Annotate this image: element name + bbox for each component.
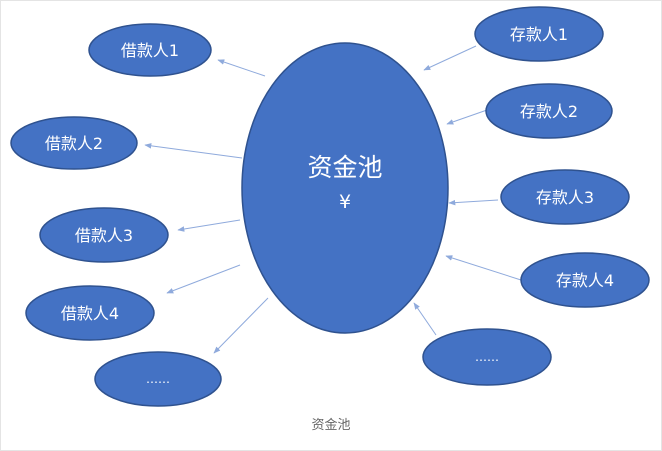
arrow-from-depositor-3 bbox=[448, 199, 499, 206]
fund-pool-ellipse bbox=[241, 42, 449, 334]
arrow-to-borrower-1 bbox=[217, 59, 266, 77]
arrow-to-borrower-2 bbox=[144, 143, 243, 159]
arrow-from-depositor-more bbox=[413, 302, 437, 336]
inflow-arrows bbox=[413, 45, 522, 336]
borrower-node-3: 借款人3 bbox=[39, 207, 169, 263]
depositor-label-1: 存款人1 bbox=[510, 25, 568, 44]
borrower-label-2: 借款人2 bbox=[45, 134, 103, 153]
borrower-nodes: 借款人1 借款人2 借款人3 借款人4 …… bbox=[10, 23, 222, 407]
fund-pool-title: 资金池 bbox=[307, 153, 382, 182]
depositor-node-1: 存款人1 bbox=[474, 6, 604, 62]
borrower-label-1: 借款人1 bbox=[121, 41, 179, 60]
arrow-from-depositor-1 bbox=[423, 45, 477, 71]
borrower-node-1: 借款人1 bbox=[88, 23, 212, 77]
arrow-to-borrower-4 bbox=[166, 264, 241, 294]
depositor-node-4: 存款人4 bbox=[520, 252, 650, 308]
borrower-label-more: …… bbox=[146, 372, 170, 386]
yuan-symbol: ¥ bbox=[339, 191, 351, 213]
depositor-label-more: …… bbox=[475, 350, 499, 364]
depositor-label-2: 存款人2 bbox=[520, 102, 578, 121]
depositor-nodes: 存款人1 存款人2 存款人3 存款人4 …… bbox=[422, 6, 650, 386]
arrow-to-borrower-more bbox=[213, 297, 269, 354]
depositor-node-3: 存款人3 bbox=[500, 169, 630, 225]
borrower-label-3: 借款人3 bbox=[75, 226, 133, 245]
outflow-arrows bbox=[144, 59, 269, 354]
depositor-label-3: 存款人3 bbox=[536, 188, 594, 207]
depositor-node-2: 存款人2 bbox=[485, 83, 613, 139]
fund-pool-node: 资金池 ¥ bbox=[241, 42, 449, 334]
borrower-node-2: 借款人2 bbox=[10, 116, 138, 170]
depositor-node-more: …… bbox=[422, 328, 552, 386]
borrower-label-4: 借款人4 bbox=[61, 304, 119, 323]
arrow-from-depositor-4 bbox=[445, 255, 522, 281]
depositor-label-4: 存款人4 bbox=[556, 271, 614, 290]
borrower-node-more: …… bbox=[94, 351, 222, 407]
figure-caption: 资金池 bbox=[311, 418, 351, 433]
borrower-node-4: 借款人4 bbox=[25, 285, 155, 341]
arrow-from-depositor-2 bbox=[446, 109, 488, 125]
arrow-to-borrower-3 bbox=[177, 219, 241, 232]
